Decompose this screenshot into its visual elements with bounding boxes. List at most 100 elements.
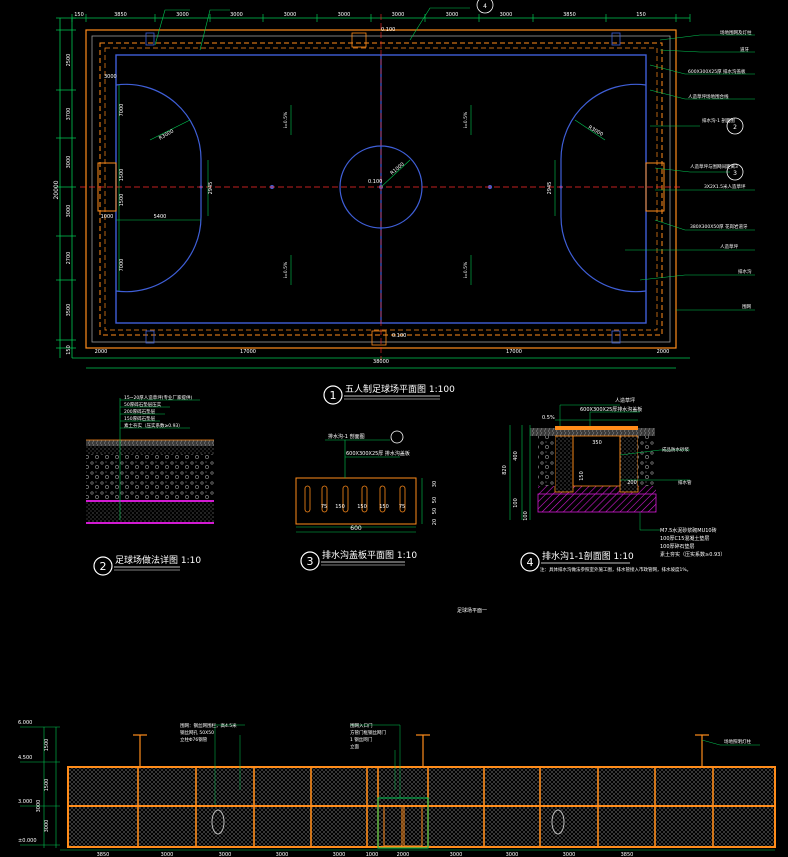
elevation-bottom-dim: 3000 [219,852,232,857]
detail-3-number: 3 [307,555,314,568]
detail-4-footnote: 注：具体排水沟做法参照室外施工图，排水管接入市政管网，排水坡度1%。 [540,566,691,573]
elevation-bottom-dim: 3000 [563,852,576,857]
elevation-note: 方管门框钢丝网门 [350,729,386,736]
elevation-note: 围网入口门 [350,722,373,729]
elevation-note: 钢丝网孔 50X50 [180,729,214,736]
bottom-dimension-total: 38000 [373,359,389,365]
dim-2945: 2945 [208,182,214,195]
detail-4-inner-dim: 200 [627,480,637,486]
dim-r1000: R1000 [389,162,405,177]
right-callout-label: 排水沟 [738,268,752,275]
elevation-left-dim: 3000 [44,820,50,833]
left-dimension-value: 150 [66,345,72,355]
left-dimension-value: 3700 [66,108,72,121]
left-dimension-value: 3000 [66,156,72,169]
left-dimension-value: 2500 [66,54,72,67]
elevation-level: 4.500 [18,755,32,761]
elevation-note: 立面 [350,743,359,750]
section-marker: 4 [483,3,487,10]
dim-3000: 3000 [104,74,117,80]
plan-title-text: 五人制足球场平面图 1:100 [345,383,455,395]
detail-2-number: 2 [100,560,107,573]
detail-4-cover-note: 600X300X25厚排水沟盖板 [580,406,642,413]
elevation-bottom-dim: 3850 [97,852,110,857]
cover-slot [342,485,349,513]
detail-4-grade: 0.5% [542,415,555,421]
detail-4-bottom-note: 100厚C15混凝土垫层 [660,535,709,542]
elevation-left-dim: 3000 [36,800,42,813]
right-penalty-arc [560,83,647,293]
detail-3-title: 排水沟盖板平面图 1:10 [322,549,417,561]
elevation-left-dim: 1500 [44,779,50,792]
elevation-level: 3.000 [18,799,32,805]
dim-1500: 1500 [119,194,125,207]
dim-7000: 7000 [119,104,125,117]
mid-caption: 足球场平面一 [457,607,487,614]
detail-2-note: 50厚碎石垫层压实 [124,401,162,408]
grade-label: i=0.5% [283,111,289,128]
dim-1500: 1500 [119,169,125,182]
detail-4-inner-dim: 150 [579,471,585,481]
right-callout-label: 道牙 [740,46,749,53]
dim-2945: 2945 [547,182,553,195]
right-callout-label: 场地围网及灯柱 [720,29,752,36]
center-elevation: 0.100 [368,179,382,185]
cover-slot [321,485,328,513]
elevation-bottom-dim: 3000 [161,852,174,857]
right-callout-label: 380X300X50厚 花岗岩道牙 [690,223,748,230]
top-dimension-value: 3000 [392,12,405,18]
elevation-left-dim: 1500 [44,739,50,752]
dim-r3000: R3000 [587,125,604,138]
left-dimension-total: 20000 [53,180,60,199]
section-marker: 2 [733,124,737,131]
dim-1000: 1000 [101,214,114,220]
right-goal [645,162,665,212]
detail-4-right-note: 排水管 [678,479,692,486]
right-callout-label: 排水沟-1 剖面图 [702,117,735,124]
top-dimension-value: 150 [636,12,646,18]
elevation-bottom-dim: 3000 [333,852,346,857]
detail-4-bottom-note: M7.5水泥砂浆砌MU10砖 [660,527,717,534]
elevation-bottom-dim: 3000 [450,852,463,857]
elevation-bottom-dim: 2000 [397,852,410,857]
detail-2-note: 150厚碎石垫层 [124,415,156,422]
top-dimension-value: 3000 [338,12,351,18]
dim-7000: 7000 [119,259,125,272]
detail-3-side-dim: 30 [432,481,438,487]
cover-slot [304,485,311,513]
elevation-bottom-dim: 1000 [366,852,379,857]
detail-4-top-note: 人造草坪 [615,397,635,404]
detail-4-right-note: 成品防水砂浆 [662,446,689,453]
left-dimension-value: 3500 [66,304,72,317]
top-dimension-value: 3850 [563,12,576,18]
elevation-level: ±0.000 [18,838,37,844]
detail-3-dim: 75 [321,504,327,510]
bottom-dimension-value: 2000 [657,349,670,355]
bottom-dimension-value: 17000 [506,349,522,355]
grade-label: i=0.5% [463,111,469,128]
detail-4-drain-section: 人造草坪 600X300X25厚排水沟盖板 0.5% 400100100820 … [502,397,725,573]
top-dimension-value: 3000 [446,12,459,18]
cover-slot [379,485,386,513]
elevation-note: 1 钢丝网门 [350,736,373,743]
detail-3-dim: 75 [399,504,405,510]
elevation-bottom-dim: 3000 [276,852,289,857]
dim-5400: 5400 [154,214,167,220]
right-callout-label: 人造草坪场地围合线 [688,93,729,100]
detail-3-dim: 150 [335,504,345,510]
grade-label: i=0.5% [283,261,289,278]
right-callout-label: 人造草坪与围网间距离3 [690,163,738,170]
elevation-bottom-dim: 3850 [621,852,634,857]
detail-4-bottom-note: 素土夯实（压实系数≥0.93） [660,551,725,558]
detail-3-label-cover: 600X300X25厚 排水沟盖板 [346,450,410,457]
detail-2-note: 素土夯实（压实系数≥0.93） [124,422,183,429]
elevation-bottom-dim: 3000 [506,852,519,857]
detail-4-dim: 820 [502,465,508,475]
right-callout-label: 人造草坪 [720,243,738,250]
detail-3-width: 600 [350,525,362,532]
detail-3-side-dim: 50 [432,497,438,503]
detail-2-title: 足球场做法详图 1:10 [115,554,201,566]
top-dimension-value: 150 [74,12,84,18]
